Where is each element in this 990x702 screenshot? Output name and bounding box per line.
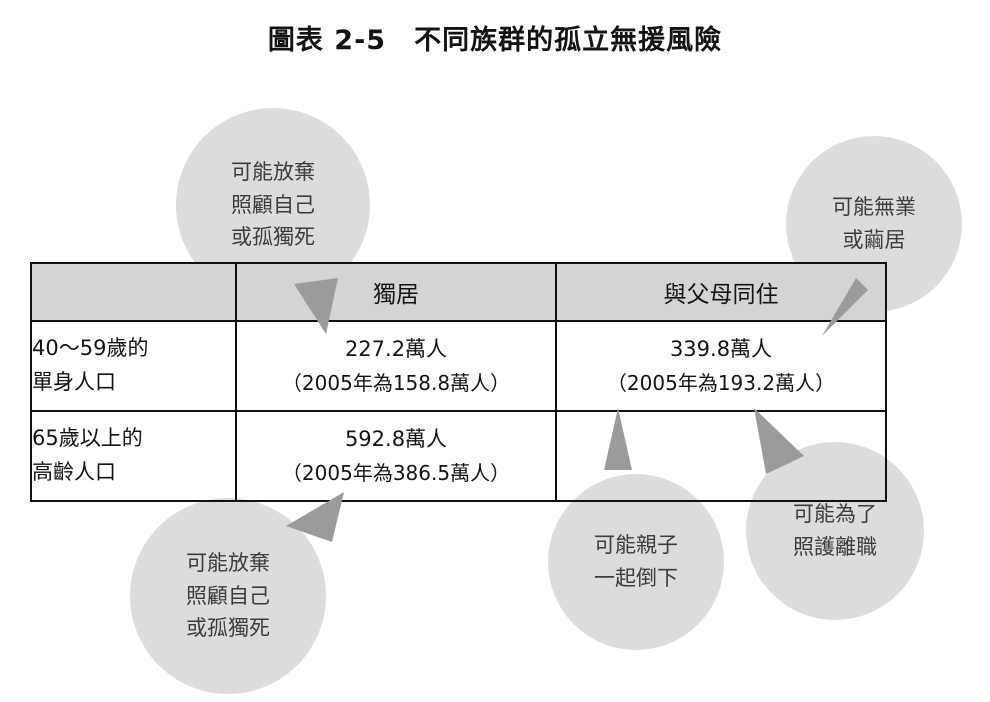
callout-line: 照顧自己 [231,192,315,217]
callout-line: 照護離職 [793,535,877,559]
cell-singles-alone: 227.2萬人 （2005年為158.8萬人） [235,320,557,412]
table-header-alone: 獨居 [235,262,557,322]
callout-line: 或繭居 [842,228,906,252]
callout-line: 可能放棄 [186,551,270,576]
figure-title: 圖表 2-5 不同族群的孤立無援風險 [267,25,723,56]
callout-line: 照顧自己 [186,583,270,608]
callout-line: 可能為了 [793,502,877,527]
callout-line: 可能放棄 [231,160,315,185]
cell-elderly-alone: 592.8萬人 （2005年為386.5萬人） [235,410,557,502]
callout-bubble-bottom-left: 可能放棄 照顧自己 或孤獨死 [130,498,326,694]
table-header-blank [30,262,237,322]
table-row: 40～59歲的 單身人口 227.2萬人 （2005年為158.8萬人） 339… [30,320,887,412]
row-label-line: 單身人口 [32,370,116,394]
callout-pointer-bottom-left [282,490,352,546]
cell-main-value: 592.8萬人 [344,427,448,452]
cell-sub-value: （2005年為386.5萬人） [281,460,511,485]
cell-main-value: 227.2萬人 [344,337,448,362]
row-label-elderly: 65歲以上的 高齡人口 [30,410,237,502]
callout-pointer-top-left [292,276,362,338]
callout-line: 或孤獨死 [186,616,270,641]
row-label-line: 65歲以上的 [32,426,143,451]
row-label-line: 高齡人口 [32,460,116,484]
row-label-singles: 40～59歲的 單身人口 [30,320,237,412]
callout-line: 一起倒下 [594,566,678,590]
cell-singles-with-parents: 339.8萬人 （2005年為193.2萬人） [555,320,887,412]
callout-bubble-bottom-center: 可能親子 一起倒下 [548,474,724,650]
callout-pointer-top-right [812,276,874,340]
callout-pointer-bottom-center [598,406,638,476]
callout-pointer-bottom-right [746,406,814,480]
table-header-row: 獨居 與父母同住 [30,262,887,322]
cell-sub-value: （2005年為193.2萬人） [606,370,836,395]
cell-sub-value: （2005年為158.8萬人） [281,370,511,395]
table-header-with-parents: 與父母同住 [555,262,887,322]
row-label-line: 40～59歲的 [32,336,149,361]
cell-main-value: 339.8萬人 [669,337,773,362]
callout-line: 可能親子 [594,533,678,558]
callout-line: 可能無業 [832,195,916,220]
callout-line: 或孤獨死 [231,225,315,250]
